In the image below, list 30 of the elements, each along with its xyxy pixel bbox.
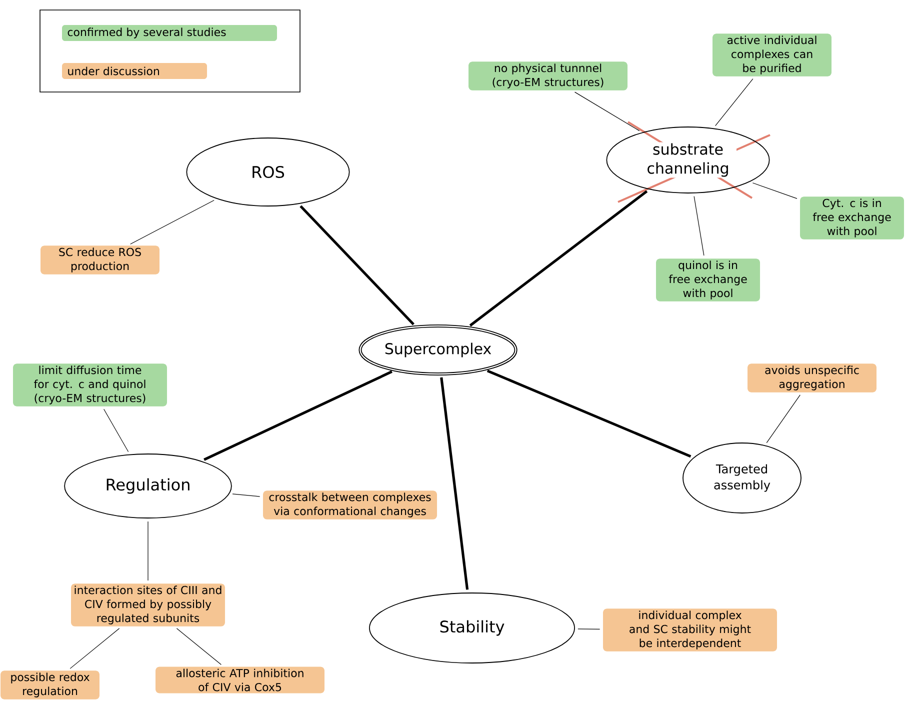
connector-line bbox=[440, 377, 469, 590]
legend-label: under discussion bbox=[68, 66, 159, 76]
connector-line bbox=[469, 190, 648, 327]
connector-line bbox=[300, 205, 414, 326]
connector-line bbox=[176, 628, 222, 665]
connector-line bbox=[486, 370, 692, 458]
connector-line bbox=[70, 628, 120, 669]
connector-line bbox=[766, 394, 800, 444]
highlighted-note: individual complex and SC stability might be interdependent bbox=[603, 608, 777, 652]
connector-line bbox=[232, 494, 260, 497]
highlighted-note: active individual complexes can be purified bbox=[712, 34, 832, 76]
highlighted-note: crosstalk between complexes via conformational changes bbox=[263, 490, 437, 520]
connector-line bbox=[104, 408, 129, 452]
highlighted-note: limit diffusion time for cyt. c and quinol (cryo-EM structures) bbox=[13, 364, 167, 406]
connector-line bbox=[694, 196, 704, 256]
connector-line bbox=[204, 370, 392, 461]
connector-line bbox=[130, 200, 214, 244]
highlighted-note: avoids unspecific aggregation bbox=[748, 364, 877, 392]
highlighted-note: allosteric ATP inhibition of CIV via Cox5 bbox=[156, 666, 324, 694]
connector-line bbox=[752, 182, 798, 199]
connector-line bbox=[578, 628, 600, 630]
connector-line bbox=[715, 78, 754, 126]
highlighted-note: Cyt. c is in free exchange with pool bbox=[800, 196, 904, 240]
highlighted-note: possible redox regulation bbox=[0, 670, 100, 700]
connector-line bbox=[574, 92, 640, 132]
highlighted-note: interaction sites of CIII and CIV formed by possibly regulated subunits bbox=[71, 584, 225, 626]
highlighted-note: no physical tunnnel (cryo-EM structures) bbox=[468, 62, 628, 90]
highlighted-note: quinol is in free exchange with pool bbox=[656, 258, 760, 302]
highlighted-note: SC reduce ROS production bbox=[40, 246, 160, 274]
legend-label: confirmed by several studies bbox=[68, 28, 226, 38]
